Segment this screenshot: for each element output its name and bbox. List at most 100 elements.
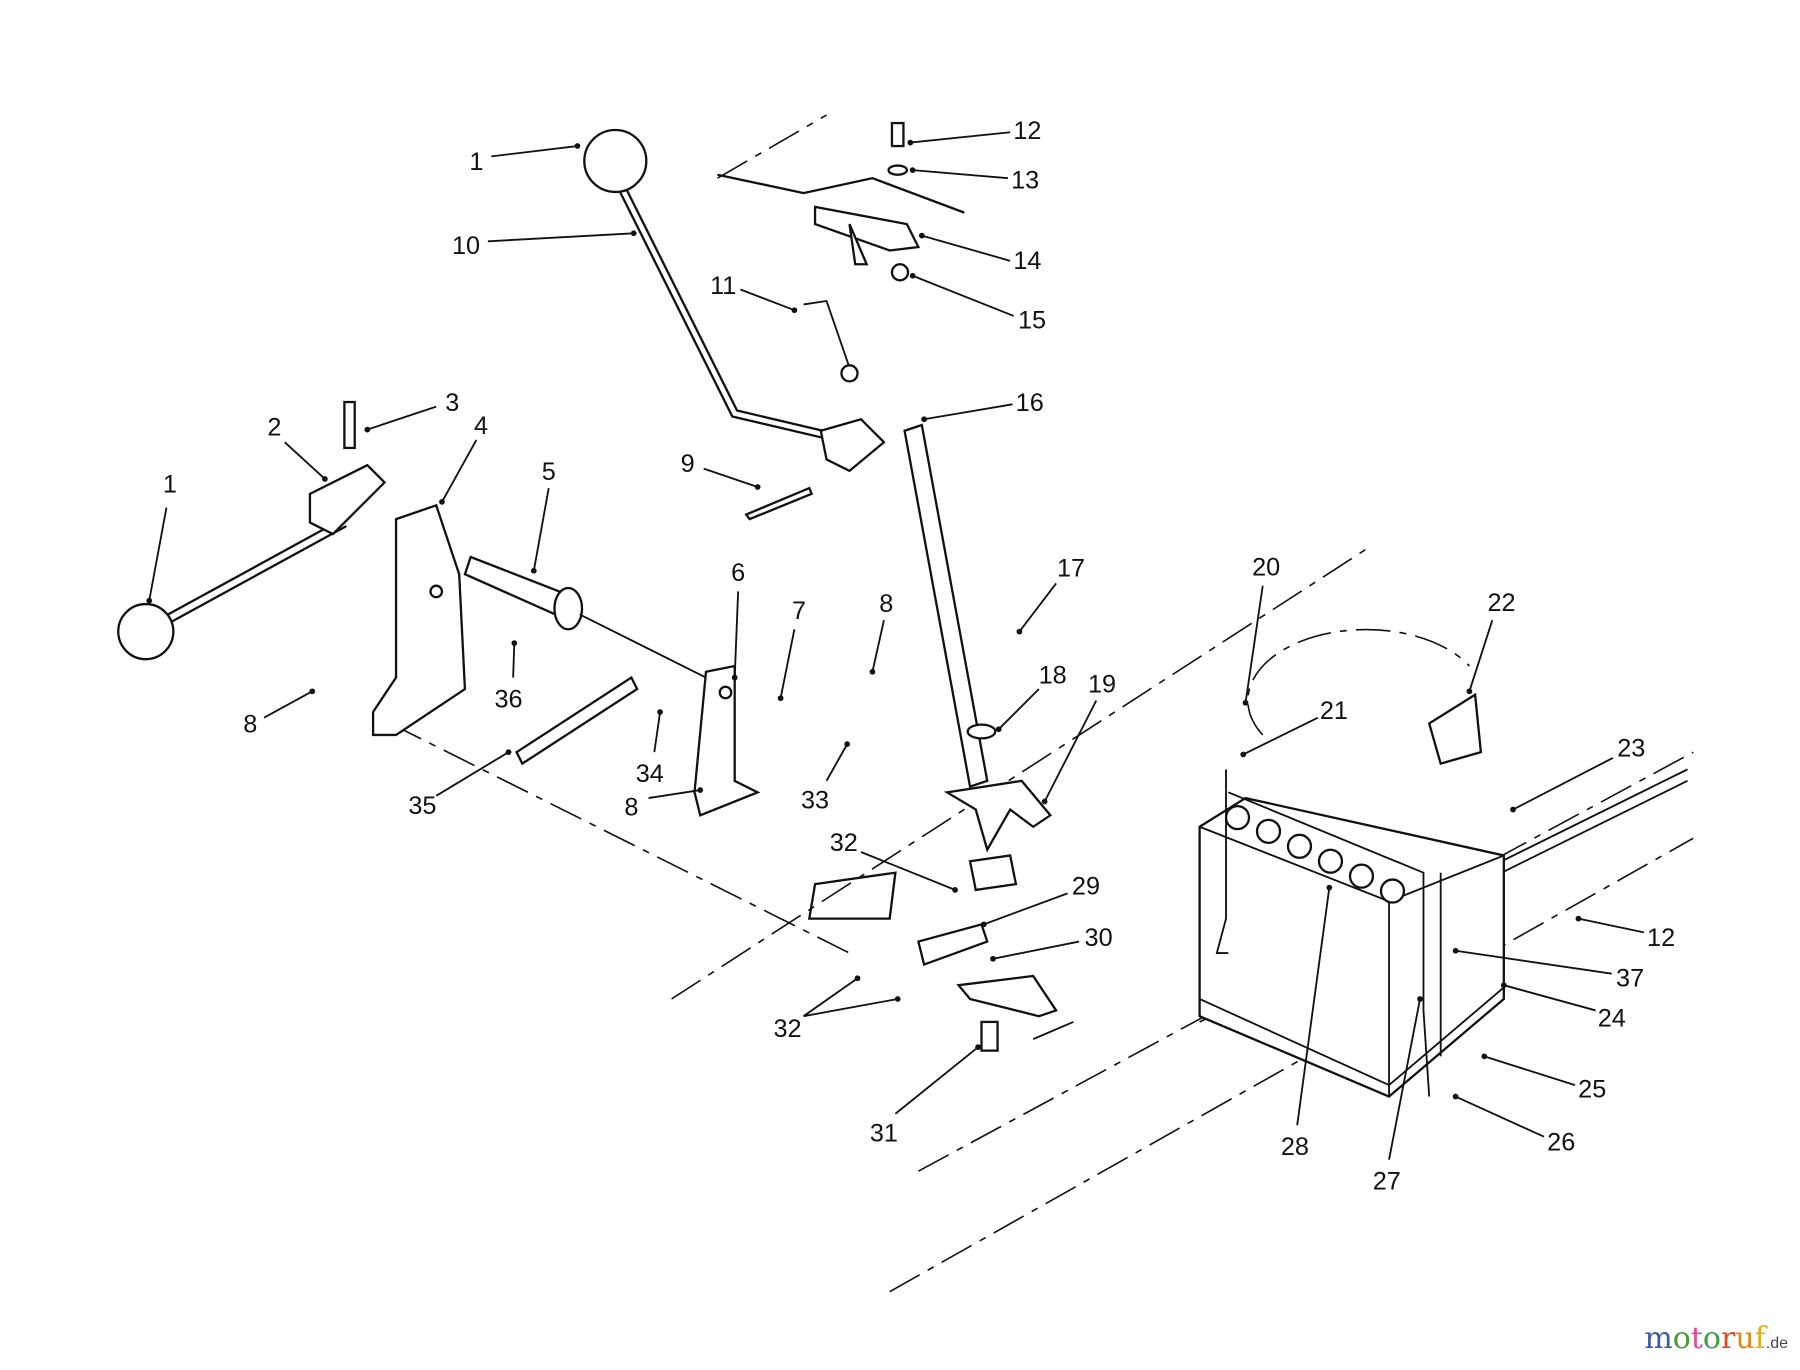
leader-line [653, 711, 661, 753]
callout-label: 31 [870, 1119, 898, 1147]
leader-line [912, 169, 1008, 180]
callout-label: 24 [1598, 1005, 1626, 1033]
callout-label: 4 [474, 412, 488, 440]
leader-line [860, 851, 956, 891]
leader-dot [1466, 688, 1473, 695]
leader-dot [854, 975, 861, 982]
logo-letter: u [1735, 1321, 1755, 1356]
leader-line [1503, 984, 1596, 1012]
callout-label: 9 [681, 450, 695, 478]
leader-line [367, 405, 437, 431]
leader-dot [754, 484, 761, 490]
leader-dot [511, 640, 518, 646]
leader-dot [1481, 1053, 1488, 1060]
leader-line [148, 507, 168, 601]
callout-label: 12 [1647, 924, 1675, 952]
logo-letter: m [1644, 1321, 1673, 1356]
leader-dot [975, 1044, 981, 1051]
callout-label: 17 [1057, 555, 1085, 583]
leader-line [703, 467, 758, 488]
leader-dot [995, 726, 1002, 733]
leader-dot [909, 167, 916, 174]
shaft [463, 555, 718, 766]
leader-line [648, 789, 701, 799]
leader-dot [777, 695, 784, 702]
leader-dot [952, 887, 958, 893]
leader-dot [894, 996, 901, 1002]
leader-line [733, 591, 740, 678]
leader-line [825, 743, 848, 782]
callout-label: 37 [1616, 964, 1644, 992]
callout-label: 1 [469, 148, 483, 176]
leader-dot [844, 741, 851, 747]
logo-letter: o [1672, 1321, 1691, 1356]
leader-line [1244, 585, 1264, 703]
leader-dot [1016, 628, 1023, 635]
leader-dot [530, 567, 537, 574]
leader-line [1512, 757, 1614, 811]
leader-dot [1240, 751, 1247, 758]
callout-label: 14 [1013, 247, 1041, 275]
callout-label: 29 [1072, 873, 1100, 901]
callout-label: 19 [1088, 670, 1116, 698]
callout-label: 34 [636, 760, 664, 788]
leader-line [803, 998, 898, 1018]
callout-label: 28 [1281, 1133, 1309, 1161]
leader-line [998, 688, 1040, 730]
leader-line [435, 751, 510, 797]
leader-line [1455, 1095, 1545, 1138]
callout-label: 1 [163, 471, 177, 499]
leader-dot [907, 139, 914, 146]
leader-line [894, 1046, 979, 1115]
callout-label: 5 [542, 458, 556, 486]
logo-letter: o [1702, 1321, 1721, 1356]
brake-handle [117, 400, 387, 661]
logo-letter: f [1754, 1321, 1766, 1356]
leader-dot [1510, 806, 1516, 813]
leader-dot [1417, 996, 1423, 1002]
leader-dot [322, 476, 328, 482]
leader-dot [909, 272, 916, 279]
callout-label: 20 [1252, 553, 1280, 581]
leader-line [923, 403, 1013, 421]
leader-line [512, 643, 516, 678]
leader-line [983, 892, 1068, 926]
leader-dot [921, 416, 927, 423]
leader-dot [574, 143, 581, 149]
leader-dot [657, 709, 663, 715]
leader-line [912, 274, 1014, 317]
leader-dot [980, 921, 987, 928]
leader-line [487, 232, 634, 243]
leader-line [1455, 949, 1612, 975]
vertical-rod [807, 423, 1074, 1052]
leader-line [1578, 917, 1645, 934]
callout-label: 8 [624, 793, 638, 821]
leader-line [803, 977, 859, 1017]
leader-line [441, 439, 478, 503]
leader-dot [1452, 1093, 1459, 1100]
leader-line [1043, 700, 1098, 802]
leader-dot [918, 232, 925, 239]
callout-label: 23 [1617, 735, 1645, 763]
callout-label: 22 [1487, 589, 1515, 617]
leader-dot [364, 426, 371, 433]
leader-line [921, 234, 1011, 262]
callout-label: 32 [773, 1015, 801, 1043]
bracket [371, 503, 467, 737]
leader-line [910, 131, 1011, 144]
callout-label: 3 [445, 389, 459, 417]
leader-line [1484, 1055, 1576, 1086]
leader-dot [731, 674, 738, 681]
leader-dot [309, 688, 316, 695]
callout-label: 12 [1013, 117, 1041, 145]
leader-dot [791, 307, 798, 314]
callout-label: 11 [710, 272, 736, 300]
leader-dot [990, 955, 996, 962]
leader-dot [1500, 982, 1507, 989]
callout-label: 36 [494, 685, 522, 713]
pivot-plate [693, 664, 761, 817]
leader-dot [1575, 915, 1582, 922]
callout-label: 10 [452, 232, 480, 260]
